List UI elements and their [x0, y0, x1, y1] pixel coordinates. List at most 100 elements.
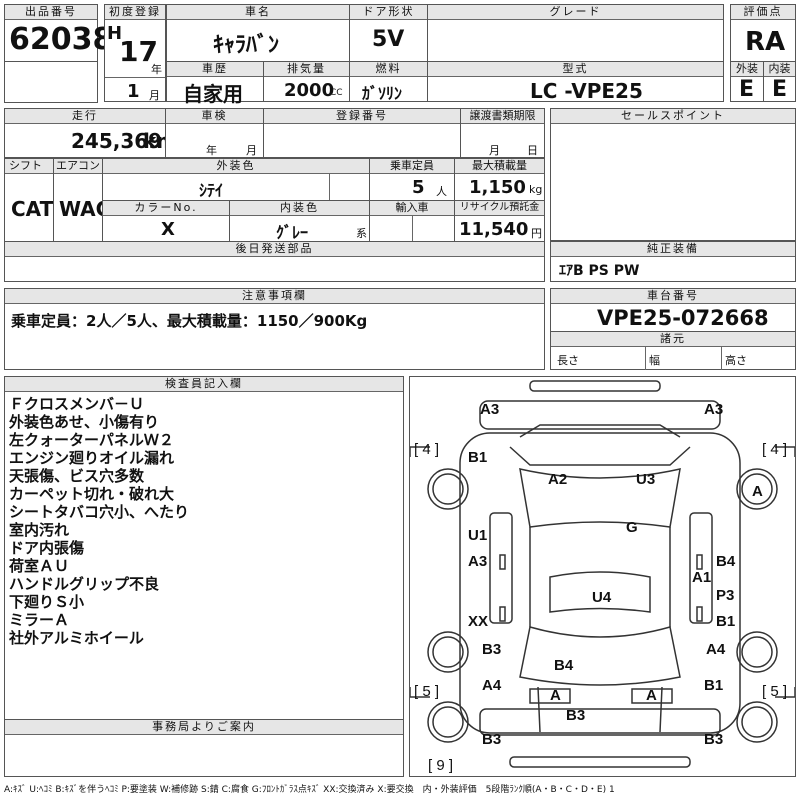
damage-mark: B3 [566, 707, 586, 724]
damage-mark: B1 [704, 677, 724, 694]
width-label: 幅 [649, 354, 660, 367]
load-unit: kg [529, 183, 543, 196]
inspection-box: 車検 年 月 [165, 108, 264, 158]
damage-mark: B3 [704, 731, 724, 748]
inspection-label: 車検 [166, 109, 263, 124]
colorno-label: カラーNo. [103, 201, 229, 216]
lot-blank-box [4, 61, 98, 103]
damage-mark: B3 [482, 731, 502, 748]
load-box: 最大積載量 1,150 kg [454, 158, 545, 201]
insp-year-unit: 年 [206, 144, 217, 157]
color-box: 外装色 ｼﾃｲ [102, 158, 370, 201]
damage-mark: B1 [716, 613, 736, 630]
mileage-box: 走行 245,369 km [4, 108, 177, 158]
damage-mark: A3 [480, 401, 500, 418]
car-name-box: 車名 ｷｬﾗﾊﾞﾝ [166, 4, 350, 62]
transfer-month-unit: 月 [489, 144, 500, 157]
sales-point-label: セールスポイント [551, 109, 795, 124]
recycle-label: リサイクル預託金 [455, 201, 544, 216]
lot-number-box: 出品番号 62038 [4, 4, 113, 62]
inspector-note-line: ミラーＡ [9, 611, 70, 629]
inspector-note-line: 下廻りＳ小 [9, 593, 85, 611]
history-label: 車歴 [167, 62, 263, 77]
history-box: 車歴 自家用 [166, 61, 264, 106]
grade-label: グレード [428, 5, 723, 20]
grade-box: グレード [427, 4, 724, 62]
first-registration-box: 初度登録 H 17 年 1 月 [104, 4, 166, 102]
displacement-unit: CC [330, 88, 343, 98]
inspector-note-line: Ｆクロスメンバ－Ｕ [9, 395, 145, 413]
office-box: 事務局よりご案内 [4, 719, 404, 777]
int-grade-box: 内装 E [763, 61, 796, 102]
ac-value: WAC [59, 197, 111, 221]
capacity-label: 乗車定員 [370, 159, 454, 174]
chassis-box: 車台番号 VPE25-072668 [550, 288, 796, 332]
door-label: ドア形状 [350, 5, 427, 20]
shift-box: シフト CAT [4, 158, 54, 242]
month-unit: 月 [149, 89, 160, 102]
damage-mark: A3 [468, 553, 488, 570]
door-box: ドア形状 5V [349, 4, 428, 62]
interior-box: 内装色 ｸﾞﾚｰ 系 [229, 200, 370, 242]
interior-unit: 系 [356, 227, 367, 240]
car-name: ｷｬﾗﾊﾞﾝ [213, 33, 280, 58]
shift-value: CAT [11, 197, 54, 221]
damage-mark: B4 [554, 657, 574, 674]
history-value: 自家用 [183, 82, 243, 106]
length-label: 長さ [557, 354, 579, 367]
damage-mark: P3 [716, 587, 735, 604]
damage-mark: A3 [704, 401, 724, 418]
model-box: 型式 LC -VPE25 [427, 61, 724, 103]
inspector-note-line: ハンドルグリップ不良 [9, 575, 160, 593]
reg-year: 17 [119, 35, 158, 68]
registration-box: 登録番号 [263, 108, 461, 158]
ext-grade-box: 外装 E [730, 61, 764, 102]
capacity-value: 5 [412, 177, 425, 198]
inspector-note-line: 左クォーターパネルＷ２ [9, 431, 174, 449]
fuel-box: 燃料 ｶﾞｿﾘﾝ [349, 61, 428, 103]
tire-count: [ 9 ] [428, 757, 454, 774]
reg-month: 1 [127, 81, 140, 102]
damage-mark: G [626, 519, 638, 536]
chassis-label: 車台番号 [551, 289, 795, 304]
era: H [107, 23, 123, 44]
load-value: 1,150 [469, 177, 526, 198]
notes-label: 注意事項欄 [5, 289, 544, 304]
damage-mark: A2 [548, 471, 568, 488]
damage-mark: U3 [636, 471, 656, 488]
capacity-box: 乗車定員 5 人 [369, 158, 455, 201]
inspector-note-line: 社外アルミホイール [9, 629, 144, 647]
spec-label: 諸元 [551, 332, 795, 347]
fuel-label: 燃料 [350, 62, 427, 77]
inspector-note-line: エンジン廻りオイル漏れ [9, 449, 175, 467]
tire-count: [ 4 ] [414, 441, 440, 458]
notes-box: 注意事項欄 乗車定員：2人／5人、最大積載量：1150／900Kg [4, 288, 545, 370]
spec-box: 諸元 長さ 幅 高さ [550, 331, 796, 370]
score-box: 評価点 RA [730, 4, 796, 62]
recycle-value: 11,540 [459, 219, 529, 240]
car-name-label: 車名 [167, 5, 349, 20]
year-unit: 年 [151, 63, 162, 76]
tire-count: [ 4 ] [762, 441, 788, 458]
mileage-value: 245,369 [71, 129, 163, 153]
inspector-note-line: シートタバコ穴小、へたり [9, 503, 190, 521]
later-parts-box: 後日発送部品 [4, 241, 545, 282]
inspector-note-line: 天張傷、ビス穴多数 [9, 467, 145, 485]
transfer-box: 譲渡書類期限 月 日 [460, 108, 545, 158]
import-box: 輸入車 [369, 200, 455, 242]
notes-text: 乗車定員：2人／5人、最大積載量：1150／900Kg [11, 312, 368, 330]
inspector-note-line: ドア内張傷 [9, 539, 85, 557]
registration-label: 登録番号 [264, 109, 460, 124]
inspector-note-line: 荷室ＡＵ [9, 557, 70, 575]
interior-value: ｸﾞﾚｰ [276, 223, 309, 242]
displacement-value: 2000 [284, 80, 335, 101]
damage-mark: B3 [482, 641, 502, 658]
inspector-label: 検査員記入欄 [5, 377, 403, 392]
mileage-label: 走行 [5, 109, 165, 124]
color-value: ｼﾃｲ [199, 181, 224, 200]
equipment-label: 純正装備 [551, 242, 795, 257]
damage-mark: A [550, 687, 561, 704]
